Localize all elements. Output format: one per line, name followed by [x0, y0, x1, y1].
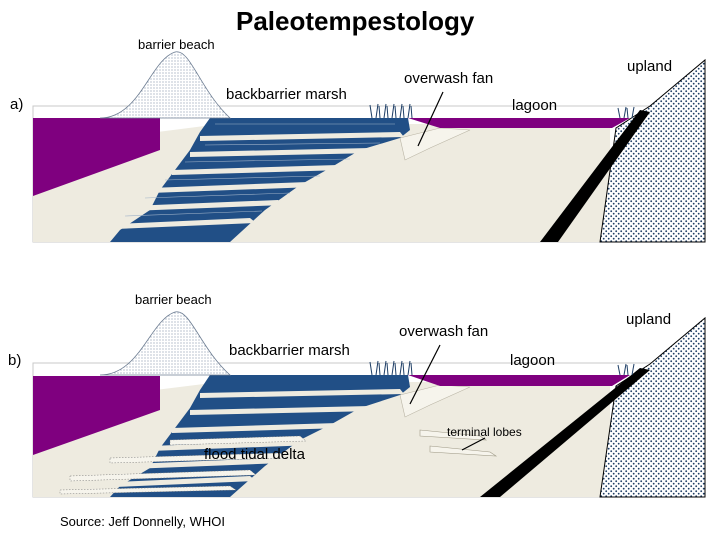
panel-b-overwash-fan [399, 384, 471, 418]
panel-b-terminal-lobes [419, 429, 498, 457]
panel-a-barrier-dune [99, 51, 232, 119]
panel-b-marsh-grass [369, 360, 635, 376]
panel-a-marsh-grass [369, 103, 635, 119]
panel-b-overwash-fan-label: overwash fan [399, 323, 489, 340]
panel-a-overwash-leader [417, 91, 444, 147]
panel-b-flood-tidal-delta-lobes [59, 435, 307, 495]
panel-a-cross-section [32, 51, 706, 243]
panel-b-overwash-leader [409, 344, 441, 405]
panel-a-backbarrier-marsh-label: backbarrier marsh [226, 86, 347, 103]
panel-a-peat-texture [124, 123, 395, 217]
panel-b-terminal-lobes-leader [461, 437, 486, 451]
panel-a-sand-lenses [115, 132, 404, 229]
panel-b-barrier-dune [99, 311, 232, 376]
panel-b-lagoon-water [408, 375, 630, 386]
panel-a-letter: a) [10, 96, 24, 113]
panel-a-lagoon-label: lagoon [512, 97, 558, 114]
panel-a-barrier-beach-label: barrier beach [138, 37, 215, 52]
panel-b-flood-tidal-delta-label: flood tidal delta [204, 446, 305, 463]
page-title: Paleotempestology [236, 6, 475, 36]
source-credit: Source: Jeff Donnelly, WHOI [60, 514, 225, 529]
panel-a-upland-bedrock-edge [540, 110, 650, 242]
panel-b-sand-lenses [115, 389, 404, 487]
panel-a-lagoon-water [408, 118, 630, 128]
panel-b-letter: b) [8, 352, 22, 369]
panel-b-upland [599, 316, 706, 498]
panel-b-upland-bedrock-edge [480, 368, 650, 497]
panel-a-upland-label: upland [627, 58, 673, 75]
panel-b-lagoon-label: lagoon [510, 352, 556, 369]
panel-b-terminal-lobes-label: terminal lobes [447, 425, 522, 439]
panel-a-overwash-fan [399, 127, 471, 161]
panel-a-overwash-fan-label: overwash fan [404, 70, 494, 87]
panel-b-barrier-beach-label: barrier beach [135, 292, 212, 307]
panel-b-upland-label: upland [626, 311, 672, 328]
panel-b-cross-section [32, 311, 706, 498]
panel-b-ocean-water [33, 376, 160, 455]
panel-a-ocean-water [33, 118, 160, 196]
panel-b-backbarrier-marsh-label: backbarrier marsh [229, 342, 350, 359]
